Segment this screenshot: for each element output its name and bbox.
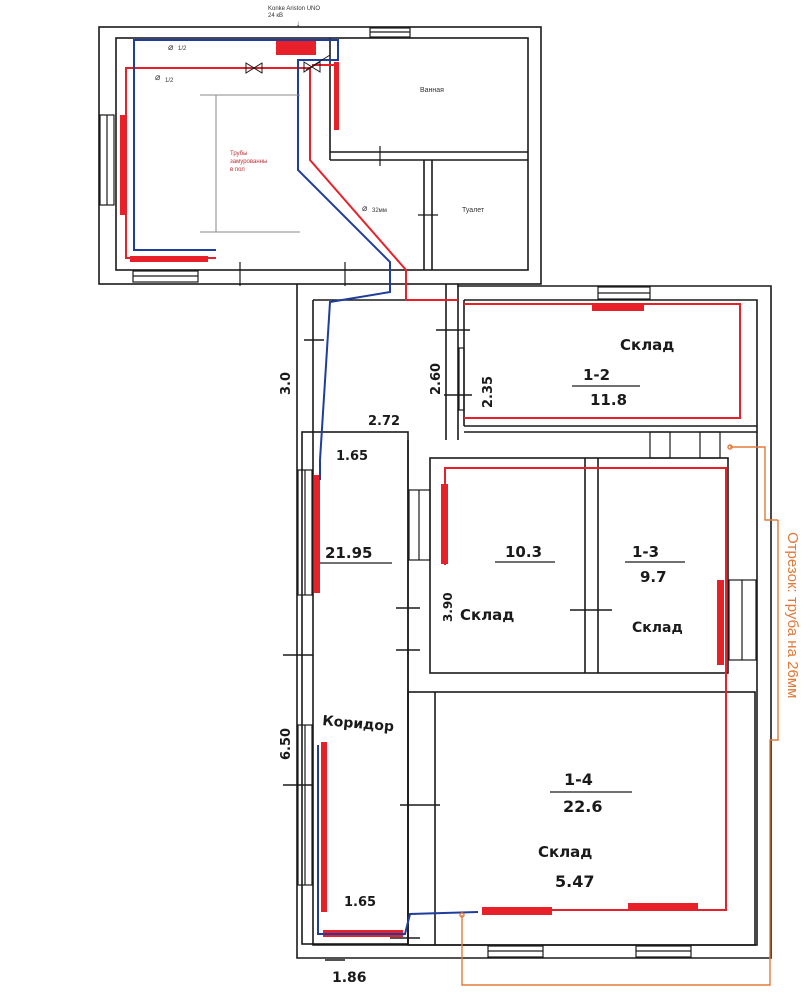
dimension-label: 1.65 <box>336 449 368 464</box>
room-name: Склад <box>632 620 683 636</box>
room-name: Склад <box>538 843 592 861</box>
radiator <box>314 475 320 593</box>
dimension-label: 6.50 <box>279 728 294 760</box>
radiators <box>120 40 724 937</box>
diameter-icon: ⌀ <box>362 203 368 213</box>
cold-pipe <box>133 39 479 935</box>
room-area: 9.7 <box>640 568 667 586</box>
note-text: замурованны <box>230 159 267 165</box>
note-text: Трубы <box>230 151 247 157</box>
dimension-label: 2.35 <box>481 376 496 408</box>
room-name: Склад <box>460 606 514 624</box>
radiator <box>717 580 724 665</box>
room-area: 11.8 <box>590 391 627 409</box>
dimension-label: 2.60 <box>429 363 444 395</box>
dimension-label: 3.0 <box>279 372 294 395</box>
room-area: 21.95 <box>325 544 372 562</box>
callout-bracket <box>459 444 779 986</box>
note-dimension <box>200 94 300 233</box>
radiator <box>628 903 698 911</box>
top-windows <box>99 27 438 286</box>
main-windows <box>297 286 757 958</box>
room-area: 10.3 <box>505 543 542 561</box>
callout-text: Отрезок: труба на 26мм <box>784 532 801 698</box>
pipe-label: 1/2 <box>165 78 174 84</box>
room-number: 1-2 <box>583 366 610 384</box>
radiator <box>592 304 644 311</box>
radiator <box>321 742 327 912</box>
room-extra: 5.47 <box>555 872 594 891</box>
boiler-label: 24 кВ <box>268 13 283 19</box>
room-label-toilet: Туалет <box>462 207 485 214</box>
boiler-arrow: ↓ <box>296 19 300 28</box>
top-building-walls <box>98 26 542 285</box>
radiator <box>120 115 126 215</box>
diameter-icon: ⌀ <box>155 72 161 82</box>
room-number: 1-3 <box>632 543 659 561</box>
pipe-label: 32мм <box>372 208 387 214</box>
dimension-label: 1.65 <box>344 895 376 910</box>
room-label-bath: Ванная <box>420 87 444 94</box>
pipe-label: 1/2 <box>178 46 187 52</box>
room-name: Склад <box>620 336 674 354</box>
pipe-valves <box>245 54 331 74</box>
dimension-label: 2.72 <box>368 414 400 429</box>
door-marks <box>283 329 612 961</box>
radiator <box>482 907 552 915</box>
note-text: в пол <box>230 167 245 173</box>
room-area: 22.6 <box>563 797 602 816</box>
diameter-icon: ⌀ <box>168 42 174 52</box>
boiler-label: Konke Ariston UNO <box>268 6 320 12</box>
room-number: 1-4 <box>564 770 593 789</box>
boiler <box>276 40 316 55</box>
dimension-label: 3.90 <box>441 592 455 622</box>
main-building-walls <box>296 284 772 959</box>
dimension-label: 1.86 <box>332 970 367 986</box>
hot-pipe <box>125 64 741 911</box>
room-name: Коридор <box>322 713 395 735</box>
